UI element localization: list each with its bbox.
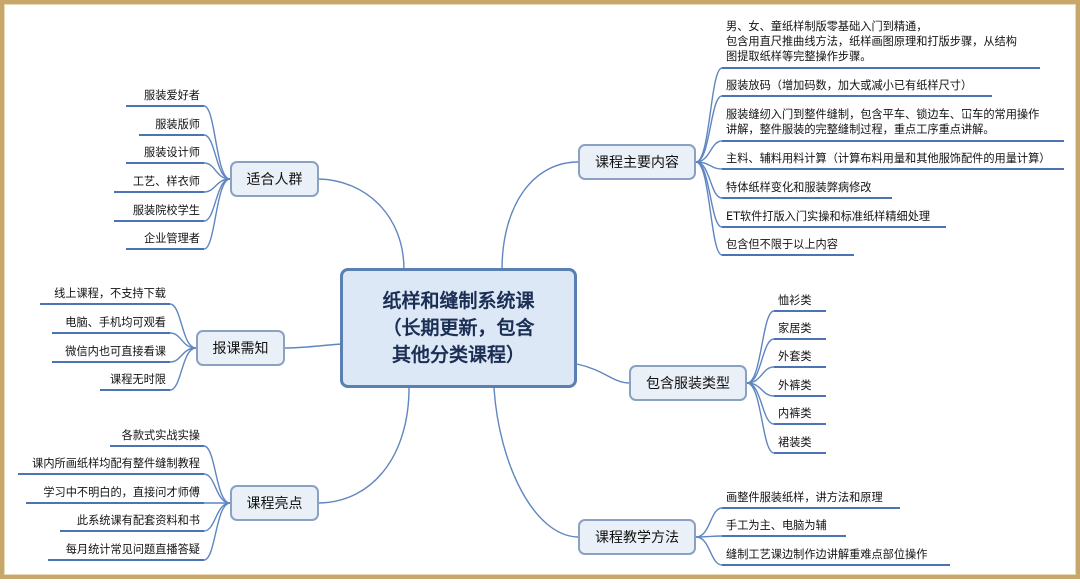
topic-types[interactable]: 包含服装类型 [629, 365, 747, 401]
connector-notice-leaf-2 [169, 347, 197, 363]
leaf-underline [110, 445, 204, 447]
leaf-underline [114, 191, 204, 193]
leaf-underline [722, 95, 992, 97]
topic-highlights[interactable]: 课程亮点 [230, 485, 319, 521]
type-item[interactable]: 外套类 [778, 350, 812, 363]
leaf-underline [722, 254, 854, 256]
leaf-underline [774, 310, 826, 312]
connector-audience-leaf-1 [203, 134, 231, 180]
leaf-underline [52, 361, 170, 363]
audience-item[interactable]: 服装爱好者 [144, 89, 200, 102]
leaf-underline [139, 134, 204, 136]
connector-highlights [318, 387, 410, 504]
leaf-underline [722, 140, 1064, 142]
notice-item[interactable]: 微信内也可直接看课 [65, 345, 166, 358]
content-item[interactable]: 男、女、童纸样制版零基础入门到精通， 包含用直尺推曲线方法，纸样画图原理和打版步… [726, 20, 1017, 63]
leaf-underline [722, 168, 1064, 170]
connector-types [576, 363, 630, 384]
connector-highlights-leaf-4 [203, 502, 231, 561]
connector-notice-leaf-1 [169, 332, 197, 349]
leaf-underline [722, 564, 950, 566]
topic-methods[interactable]: 课程教学方法 [578, 519, 696, 555]
leaf-underline [722, 67, 1040, 69]
content-item[interactable]: 服装缝纫入门到整件缝制，包含平车、锁边车、冚车的常用操作 讲解，整件服装的完整缝… [726, 108, 1040, 136]
connector-methods-leaf-2 [695, 536, 723, 566]
leaf-underline [774, 338, 826, 340]
connector-types-leaf-5 [746, 382, 775, 454]
topic-notice[interactable]: 报课需知 [196, 330, 285, 366]
connector-methods-leaf-0 [695, 507, 723, 538]
notice-item[interactable]: 电脑、手机均可观看 [65, 316, 166, 329]
audience-item[interactable]: 服装院校学生 [132, 204, 200, 217]
leaf-underline [722, 535, 846, 537]
connector-content-leaf-2 [695, 140, 723, 163]
leaf-underline [774, 395, 826, 397]
highlights-item[interactable]: 此系统课有配套资料和书 [76, 514, 200, 527]
leaf-underline [774, 452, 826, 454]
topic-audience[interactable]: 适合人群 [230, 161, 319, 197]
leaf-underline [26, 502, 204, 504]
type-item[interactable]: 外裤类 [778, 379, 812, 392]
content-item[interactable]: ET软件打版入门实操和标准纸样精细处理 [726, 210, 931, 223]
leaf-underline [722, 507, 900, 509]
connector-lines [169, 67, 775, 566]
notice-item[interactable]: 线上课程，不支持下载 [54, 287, 166, 300]
connector-types-leaf-1 [746, 338, 775, 384]
connector-notice [284, 343, 343, 349]
connector-content-leaf-5 [695, 161, 723, 228]
type-item[interactable]: 家居类 [778, 322, 812, 335]
audience-item[interactable]: 工艺、样衣师 [132, 175, 200, 188]
audience-item[interactable]: 服装版师 [155, 118, 200, 131]
connector-content-leaf-6 [695, 161, 723, 256]
topic-content[interactable]: 课程主要内容 [578, 144, 696, 180]
type-item[interactable]: 内裤类 [778, 407, 812, 420]
method-item[interactable]: 画整件服装纸样，讲方法和原理 [726, 491, 883, 504]
content-item[interactable]: 包含但不限于以上内容 [726, 238, 838, 251]
leaf-underline [52, 332, 170, 334]
central-topic-line-3: 其他分类课程） [391, 343, 525, 366]
connector-audience-leaf-0 [203, 105, 231, 180]
leaf-underline [40, 303, 170, 305]
method-item[interactable]: 手工为主、电脑为辅 [726, 519, 827, 532]
content-item[interactable]: 主料、辅料用料计算（计算布料用量和其他服饰配件的用量计算） [726, 152, 1051, 165]
leaf-underline [774, 366, 826, 368]
content-item[interactable]: 服装放码（增加码数，加大或减小已有纸样尺寸） [726, 79, 973, 92]
leaf-underline [774, 423, 826, 425]
connector-types-leaf-0 [746, 310, 775, 384]
highlights-item[interactable]: 学习中不明白的，直接问才师傅 [43, 486, 200, 499]
connector-highlights-leaf-1 [203, 473, 231, 504]
central-topic-line-2: （长期更新，包含 [382, 316, 535, 339]
connector-notice-leaf-3 [169, 347, 197, 391]
method-item[interactable]: 缝制工艺课边制作边讲解重难点部位操作 [726, 548, 928, 561]
leaf-underline [18, 473, 204, 475]
highlights-item[interactable]: 每月统计常见问题直播答疑 [65, 543, 200, 556]
central-topic-line-1: 纸样和缝制系统课 [382, 289, 535, 312]
content-item[interactable]: 特体纸样变化和服装弊病修改 [726, 181, 872, 194]
connector-content [501, 161, 579, 271]
leaf-underline [126, 248, 204, 250]
type-item[interactable]: 恤衫类 [778, 294, 812, 307]
notice-item[interactable]: 课程无时限 [110, 373, 166, 386]
connector-audience [318, 178, 405, 271]
leaf-underline [722, 197, 892, 199]
connector-content-leaf-1 [695, 95, 723, 163]
leaf-underline [126, 105, 204, 107]
connector-notice-leaf-0 [169, 303, 197, 349]
audience-item[interactable]: 企业管理者 [144, 232, 200, 245]
leaf-underline [126, 162, 204, 164]
leaf-underline [60, 530, 204, 532]
leaf-underline [48, 559, 204, 561]
highlights-item[interactable]: 各款式实战实操 [121, 429, 200, 442]
leaf-underline [722, 226, 946, 228]
type-item[interactable]: 裙装类 [778, 436, 812, 449]
leaf-underline [114, 220, 204, 222]
connector-content-leaf-0 [695, 67, 723, 163]
connector-methods [493, 387, 579, 538]
central-topic[interactable]: 纸样和缝制系统课 （长期更新，包含 其他分类课程） [340, 268, 577, 388]
audience-item[interactable]: 服装设计师 [144, 146, 200, 159]
connector-audience-leaf-5 [203, 178, 231, 250]
highlights-item[interactable]: 课内所画纸样均配有整件缝制教程 [32, 457, 200, 470]
leaf-underline [100, 389, 170, 391]
